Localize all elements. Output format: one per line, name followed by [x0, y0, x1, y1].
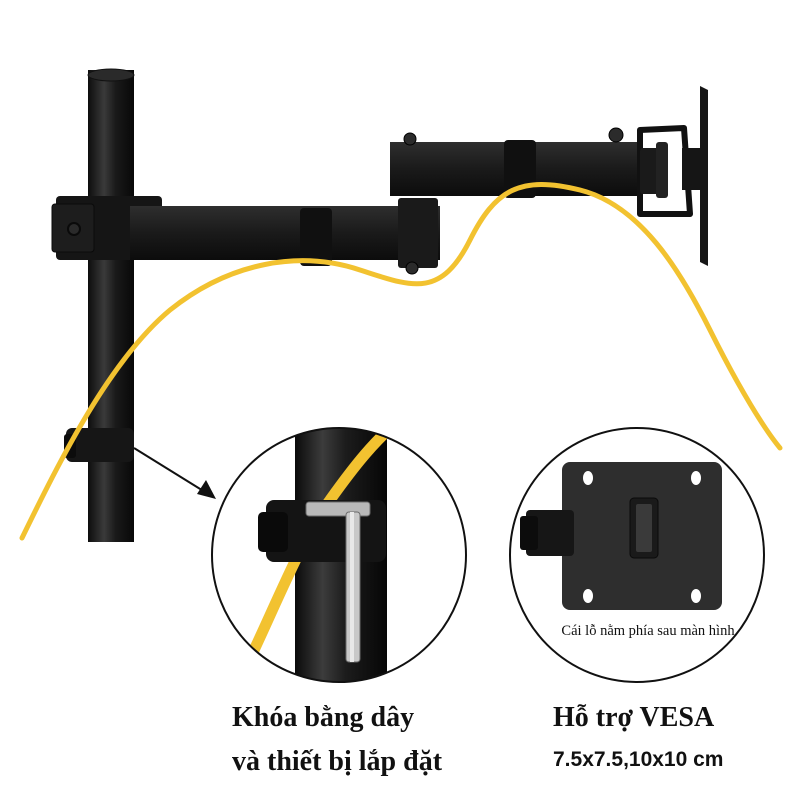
pole-top: [87, 68, 135, 82]
vesa-plate-edge: [700, 86, 708, 266]
vesa-note: Cái lỗ nằm phía sau màn hình: [561, 623, 735, 639]
cable-clip: [66, 428, 134, 462]
vesa-inset: [509, 427, 765, 683]
monitor-arm-assembly: [51, 68, 708, 542]
pole-icon: [88, 70, 134, 542]
vesa-sizes-caption: 7.5x7.5,10x10 cm: [553, 748, 724, 771]
hex-key-icon: [305, 501, 371, 517]
arrow-pointer-icon: [133, 447, 216, 499]
first-arm: [130, 206, 440, 260]
vesa-caption: Hỗ trợ VESA: [553, 702, 715, 733]
cable-icon: [19, 181, 783, 541]
cable-lock-caption-line2: và thiết bị lắp đặt: [232, 746, 443, 777]
cable-lock-caption: Khóa bằng dây: [232, 702, 415, 733]
